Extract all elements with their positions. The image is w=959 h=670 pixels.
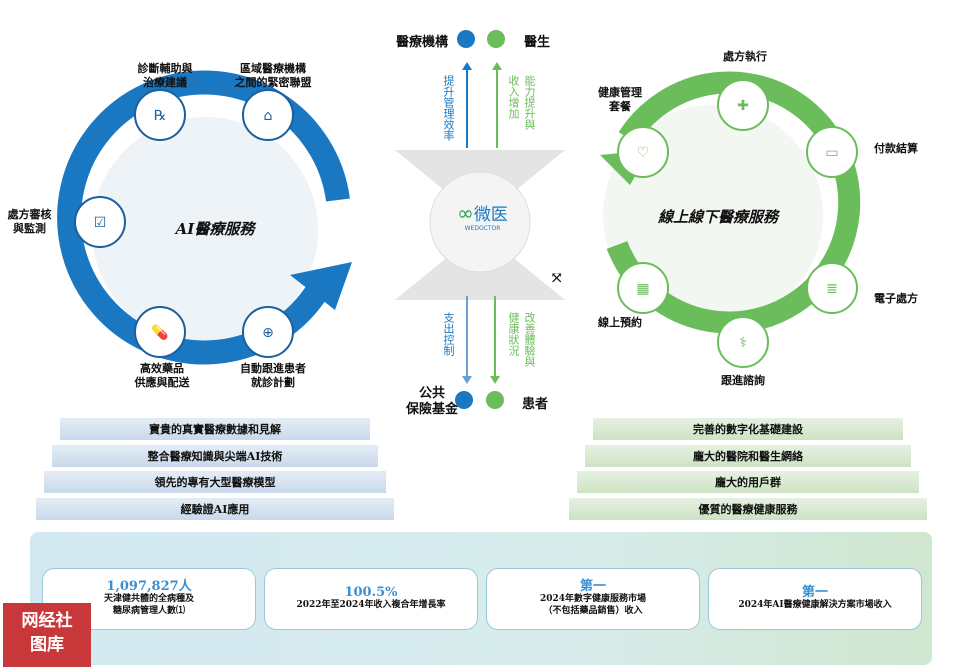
left-cycle-bg: [92, 117, 318, 343]
arrow-label-income: 能力提升與收入增加: [507, 75, 536, 130]
left-cycle-arrowhead: [290, 262, 352, 310]
left-node-4: 高效藥品 供應與配送: [134, 362, 190, 389]
patient-group-icon: [486, 391, 504, 409]
svg-text:⊕: ⊕: [262, 325, 274, 341]
arrow-label-efficiency: 提升管理效率: [442, 75, 455, 141]
arrow-label-experience: 改善體驗與健康狀況: [507, 312, 536, 367]
right-cycle-title: 線上線下醫療服務: [657, 208, 778, 226]
right-bar-4: 優質的醫療健康服務: [569, 498, 927, 520]
right-node-4: 電子處方: [874, 292, 918, 305]
left-bar-1: 寶貴的真實醫療數據和見解: [60, 418, 370, 440]
prescription-review-icon: [74, 196, 126, 248]
left-bar-2: 整合醫療知識與尖端AI技術: [52, 445, 378, 467]
center-logo-circle: [429, 171, 531, 273]
svg-text:⌂: ⌂: [264, 108, 273, 124]
left-node-5: 自動跟進患者 就診計劃: [240, 362, 306, 389]
right-node-2: 健康管理 套餐: [598, 86, 642, 113]
watermark-logo: 网经社 图库: [3, 603, 91, 667]
stethoscope-icon: [717, 316, 769, 368]
right-node-5: 線上預約: [598, 316, 642, 329]
patient-followup-icon: [242, 306, 294, 358]
svg-text:♡: ♡: [637, 145, 650, 161]
svg-text:℞: ℞: [154, 108, 167, 124]
svg-text:⚕: ⚕: [739, 335, 747, 351]
left-node-1: 診斷輔助與 治療建議: [137, 62, 193, 89]
institution-label: 醫療機構: [396, 35, 449, 50]
svg-text:💊: 💊: [151, 323, 169, 341]
hospital-building-icon: [617, 262, 669, 314]
patient-label: 患者: [522, 397, 549, 412]
doctor-label: 醫生: [524, 35, 551, 50]
insurance-fund-icon: [455, 391, 473, 409]
right-cycle-ring: [606, 71, 861, 334]
svg-text:☑: ☑: [94, 215, 107, 231]
institution-icon: [457, 30, 475, 48]
pills-icon: [134, 306, 186, 358]
left-node-3: 處方審核 與監測: [7, 208, 52, 235]
left-bar-3: 領先的專有大型醫療模型: [44, 471, 386, 493]
diagnosis-icon: [134, 89, 186, 141]
svg-text:▦: ▦: [636, 281, 649, 297]
bottom-funnel: [395, 255, 565, 300]
e-prescription-icon: [806, 262, 858, 314]
doctor-icon: [487, 30, 505, 48]
health-care-hand-icon: [617, 126, 669, 178]
right-node-3: 付款結算: [874, 142, 918, 155]
insurance-fund-label: 公共 保險基金: [406, 386, 459, 417]
cursor-icon: ⤧: [550, 268, 564, 287]
svg-text:✚: ✚: [737, 98, 749, 114]
medicine-bottle-icon: [717, 79, 769, 131]
left-bar-4: 經驗證AI應用: [36, 498, 394, 520]
svg-text:≣: ≣: [826, 281, 838, 297]
right-node-6: 跟進諮詢: [721, 374, 765, 387]
right-bar-3: 龐大的用戶群: [577, 471, 919, 493]
wedoctor-logo: ∞微医 WEDOCTOR: [457, 201, 508, 232]
left-cycle-title: AI醫療服務: [175, 220, 255, 238]
svg-text:▭: ▭: [825, 145, 838, 161]
right-node-1: 處方執行: [723, 50, 767, 63]
left-node-2: 區域醫療機構 之間的緊密聯盟: [234, 62, 312, 89]
stat-card-2: 100.5%2022年至2024年收入複合年增長率: [264, 568, 478, 630]
payment-card-icon: [806, 126, 858, 178]
diagram-graphics: ℞ ⌂ ☑ 💊 ⊕ ✚ ♡ ▭ ≣ ▦ ⚕: [57, 30, 861, 409]
right-bar-2: 龐大的醫院和醫生網絡: [585, 445, 911, 467]
arrow-label-cost-control: 支出控制: [442, 312, 455, 356]
right-bar-1: 完善的數字化基礎建設: [593, 418, 903, 440]
hospital-alliance-icon: [242, 89, 294, 141]
